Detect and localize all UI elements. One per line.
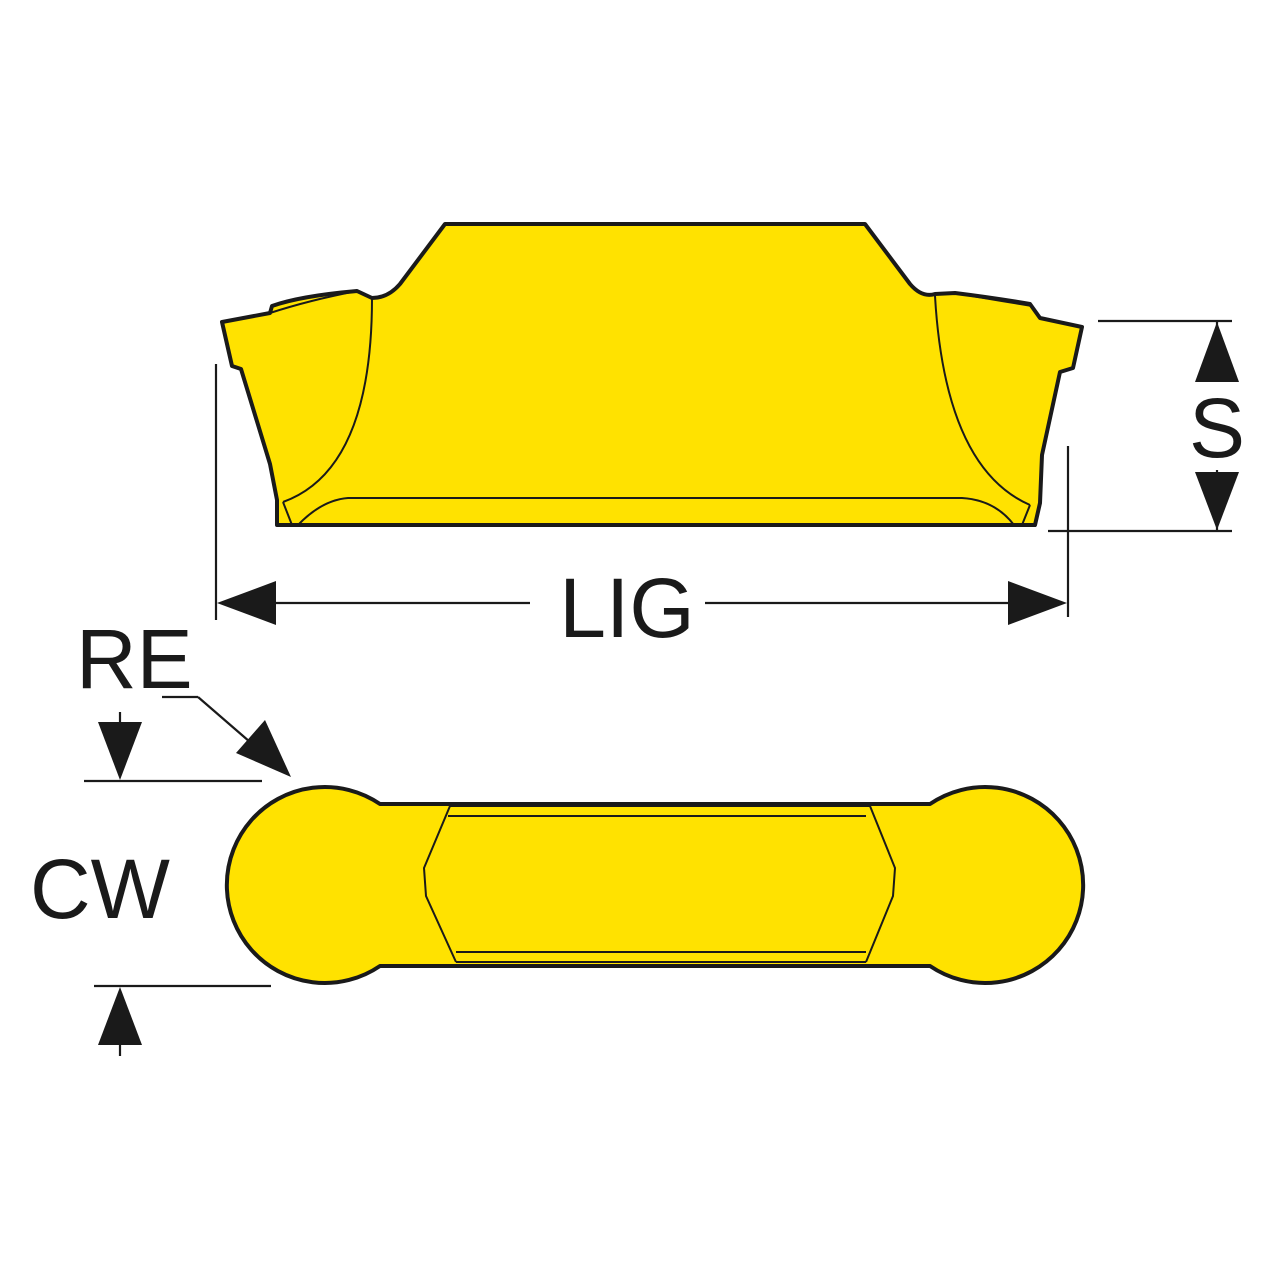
insert-top-facet	[422, 805, 897, 963]
s-label: S	[1189, 381, 1245, 475]
insert-side-left-corner	[282, 501, 293, 526]
insert-side-left-flank	[282, 297, 373, 503]
insert-top-body	[224, 785, 1086, 985]
lig-label: LIG	[559, 561, 694, 655]
re-label: RE	[76, 612, 193, 706]
insert-top-view	[224, 785, 1086, 985]
dimension-lig: LIG	[214, 364, 1070, 655]
insert-side-right-tip	[954, 292, 1033, 307]
insert-side-left-tip	[269, 290, 358, 314]
insert-side-view	[220, 222, 1084, 527]
insert-side-land	[297, 497, 1015, 526]
insert-side-right-flank	[934, 295, 1031, 506]
dimension-re: RE	[76, 612, 291, 777]
cw-label: CW	[30, 842, 170, 936]
dimension-s: S	[1048, 319, 1245, 533]
insert-side-body	[220, 222, 1084, 527]
insert-side-right-corner	[1021, 504, 1031, 526]
dimension-cw: CW	[30, 712, 271, 1056]
